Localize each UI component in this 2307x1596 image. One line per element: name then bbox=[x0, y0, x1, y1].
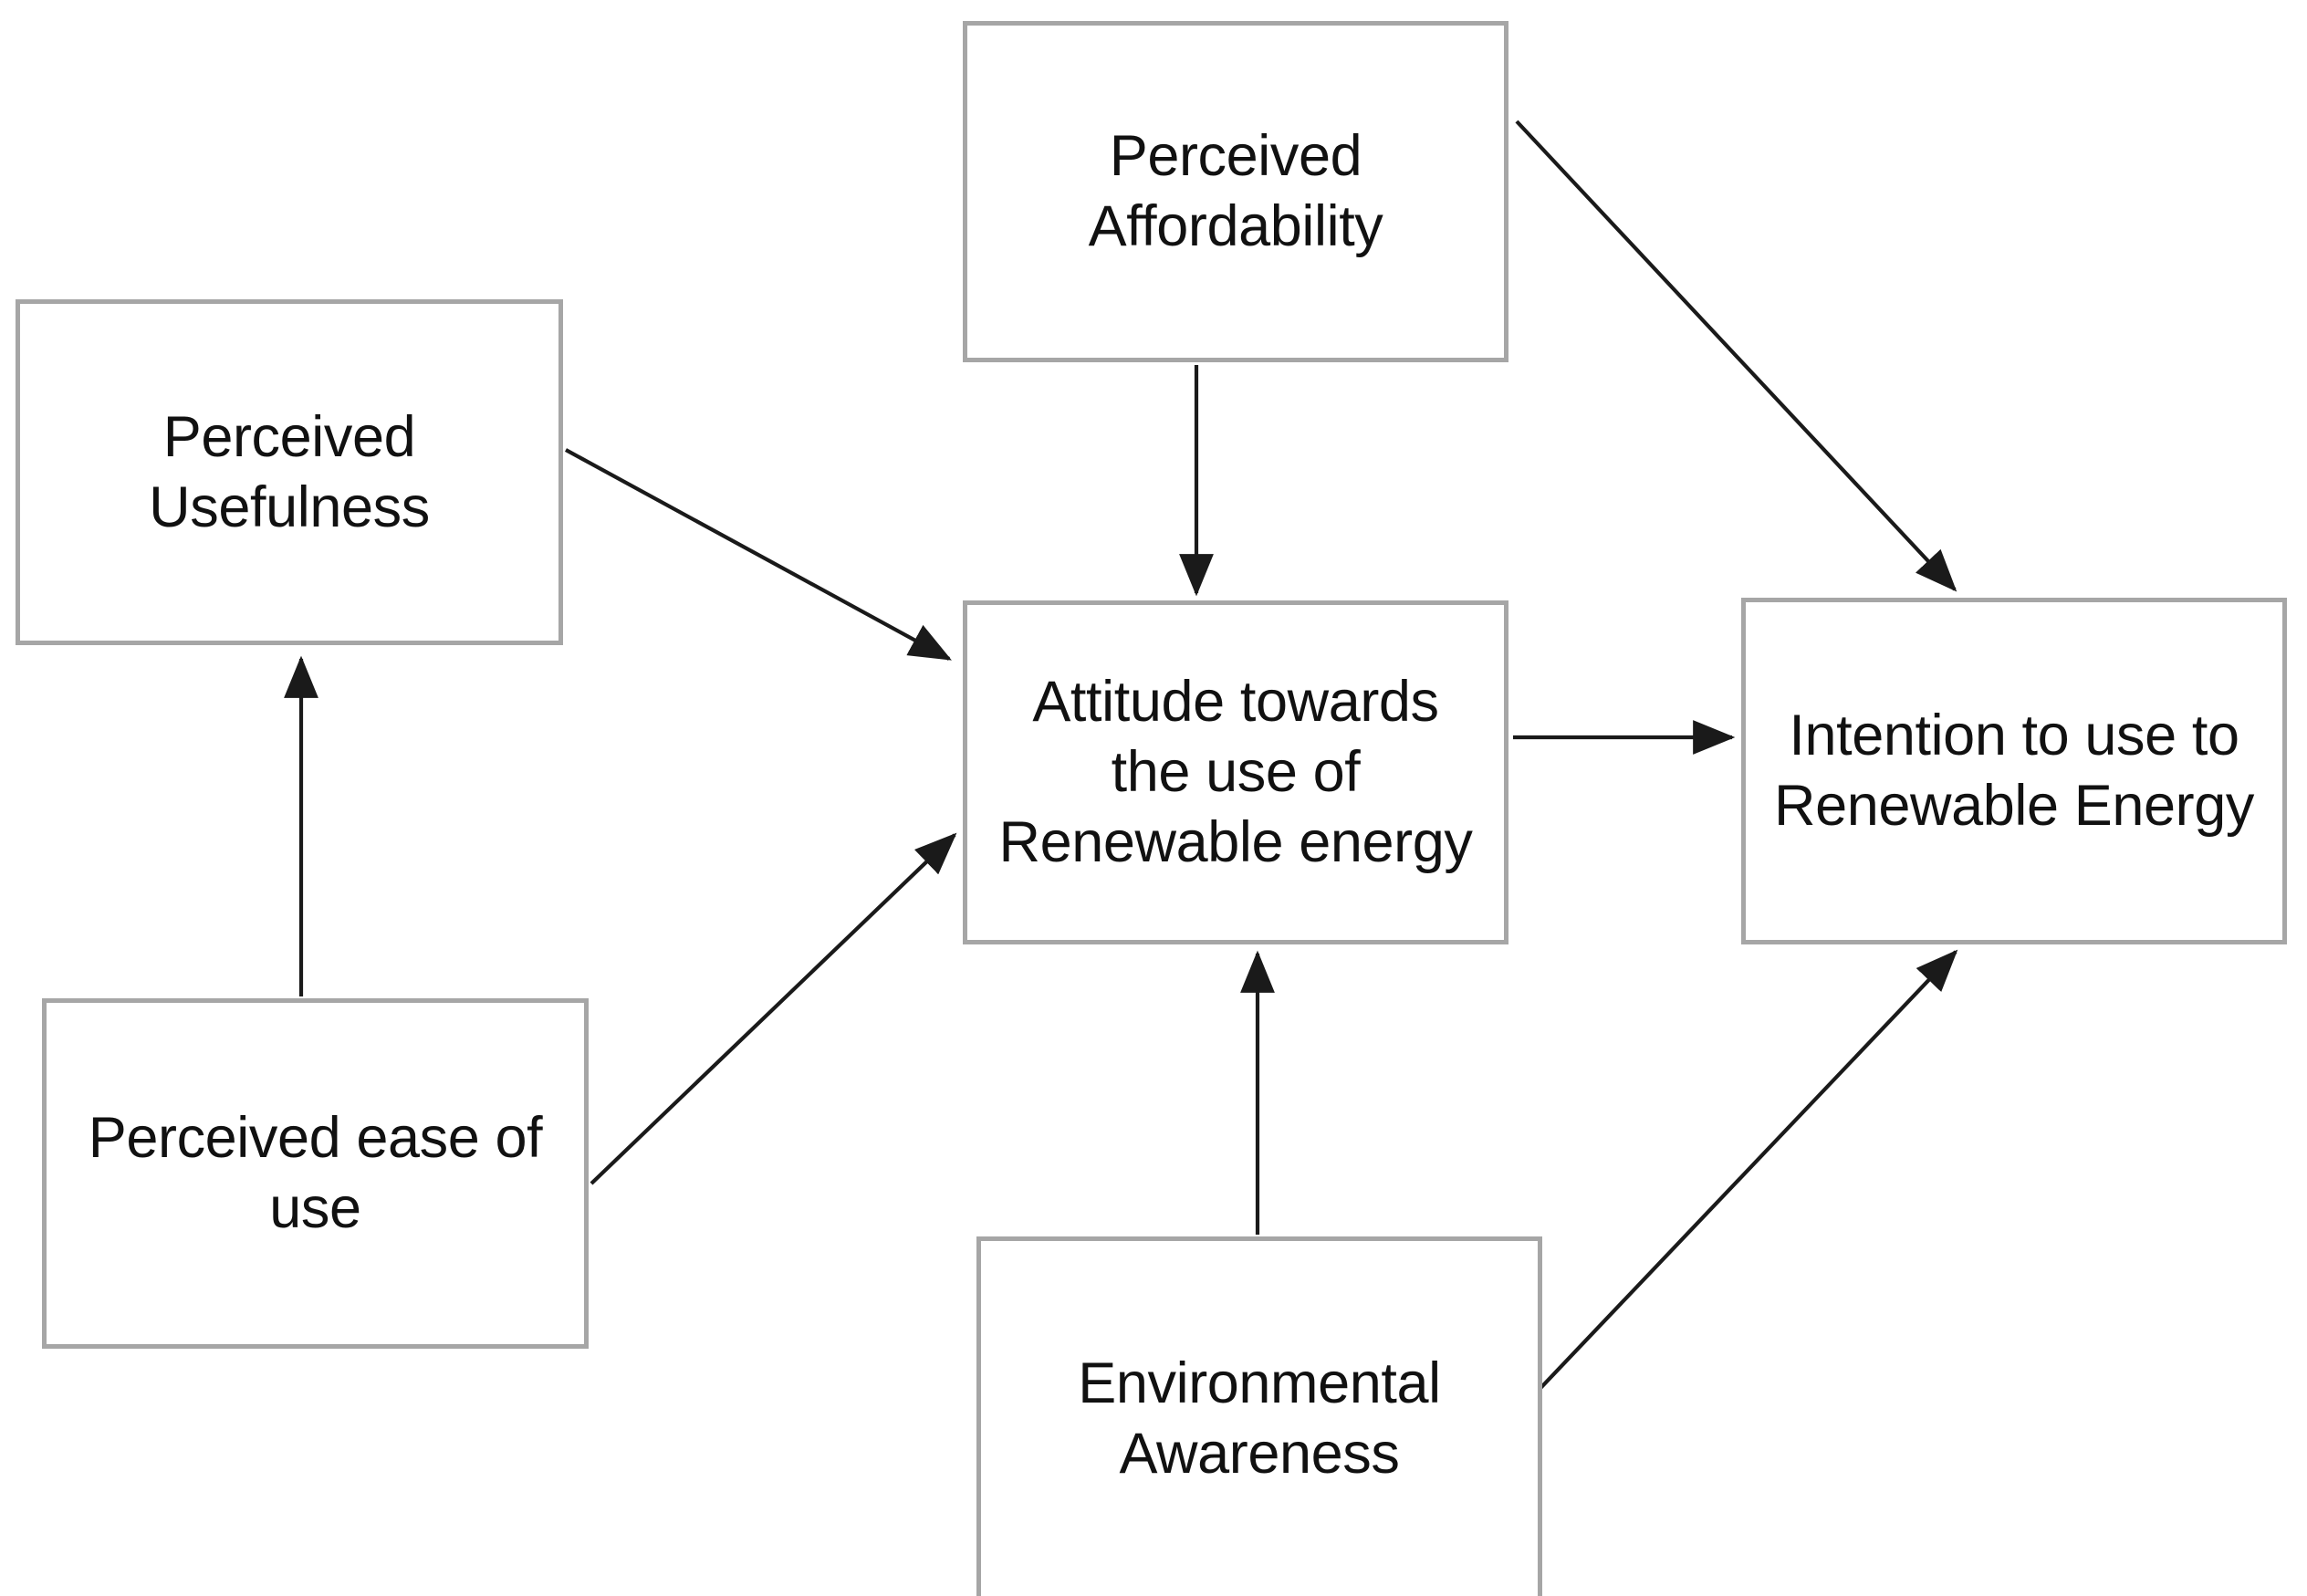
node-label-perceived-usefulness: Perceived Usefulness bbox=[149, 404, 430, 539]
edge-affordability-to-intention bbox=[1515, 120, 1957, 592]
node-perceived-affordability[interactable]: Perceived Affordability bbox=[963, 21, 1508, 362]
node-attitude-towards-renewable-energy[interactable]: Attitude towards the use of Renewable en… bbox=[963, 600, 1508, 944]
node-label-attitude: Attitude towards the use of Renewable en… bbox=[998, 670, 1473, 874]
node-label-perceived-affordability: Perceived Affordability bbox=[1088, 124, 1383, 258]
node-perceived-ease-of-use[interactable]: Perceived ease of use bbox=[42, 998, 589, 1349]
edge-ease-to-attitude bbox=[590, 832, 957, 1185]
node-intention-to-use-renewable-energy[interactable]: Intention to use to Renewable Energy bbox=[1741, 598, 2287, 944]
edge-usefulness-to-attitude bbox=[564, 448, 952, 661]
edge-awareness-to-intention bbox=[1525, 949, 1958, 1404]
node-perceived-usefulness[interactable]: Perceived Usefulness bbox=[16, 299, 563, 645]
node-label-intention: Intention to use to Renewable Energy bbox=[1774, 704, 2254, 838]
node-label-perceived-ease-of-use: Perceived ease of use bbox=[88, 1106, 543, 1240]
node-label-environmental-awareness: Environmental Awareness bbox=[1078, 1351, 1441, 1486]
node-environmental-awareness[interactable]: Environmental Awareness bbox=[976, 1236, 1542, 1596]
